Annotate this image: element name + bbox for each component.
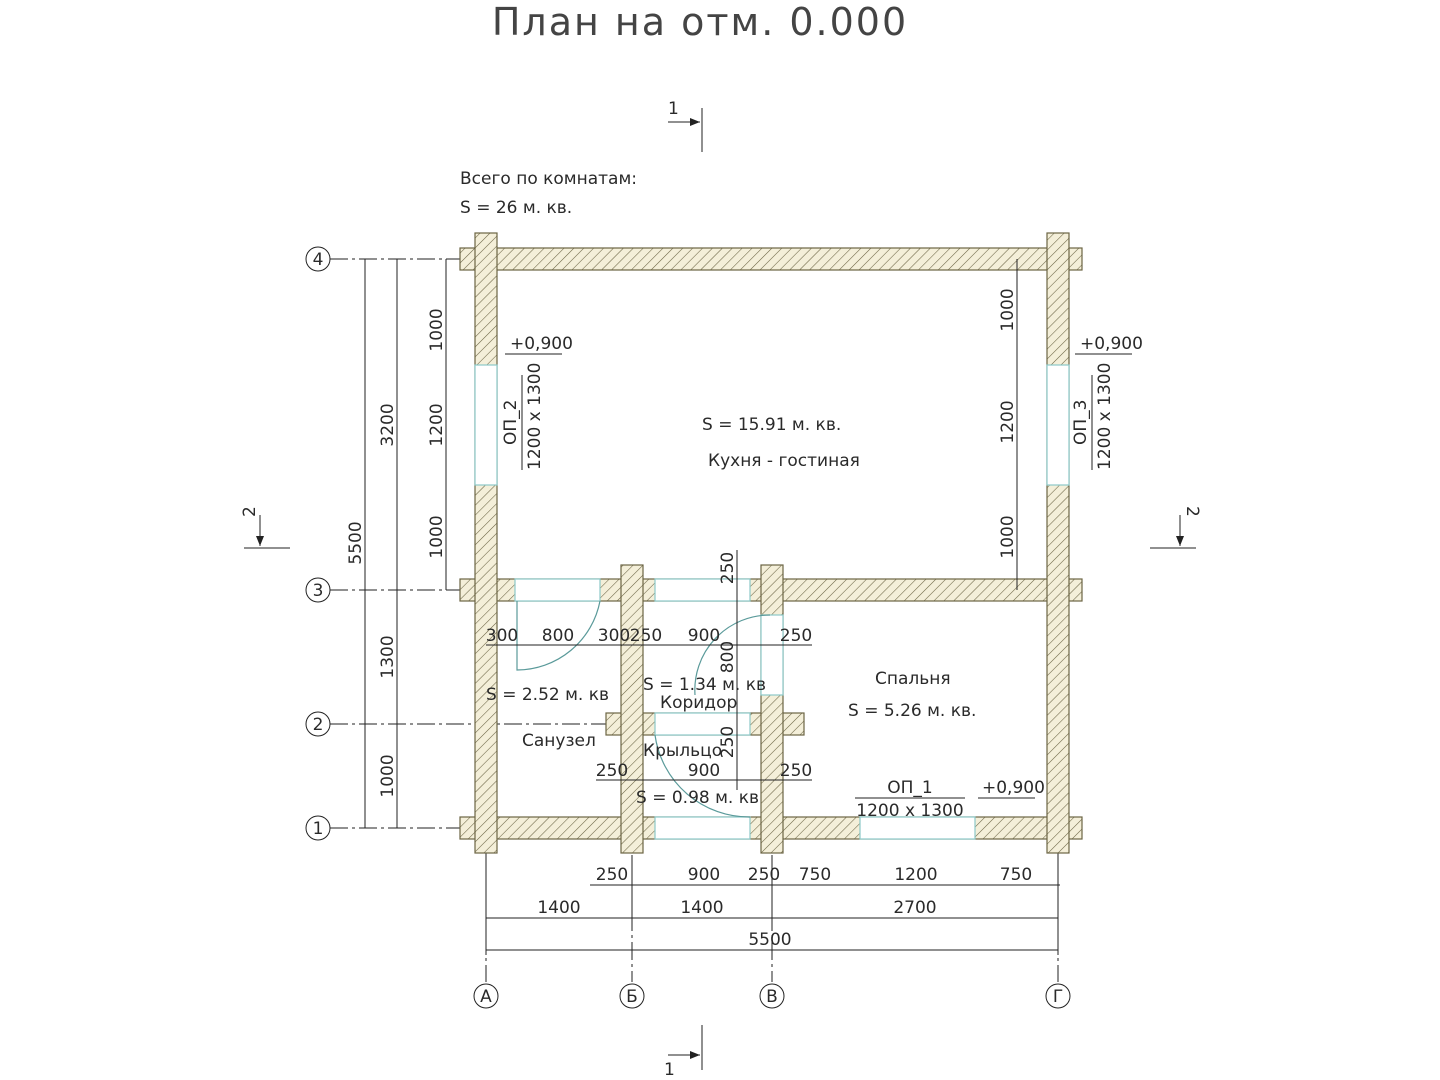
axis-label-2: 2 [313,715,324,735]
dimension-value: 1000 [998,515,1018,558]
door-corridor-porch [654,712,751,736]
room-name: Кухня - гостиная [708,451,860,471]
axis-label-a: А [480,987,492,1007]
dimension-value: 1400 [680,898,723,918]
dims-inner: 300 800 300 250 900 250 250 900 250 250 … [486,550,812,790]
dimension-value: 250 [780,626,812,646]
window-label-op3: ОП_3 1200 x 1300 +0,900 [1071,334,1143,470]
axis-markers: 4 3 2 1 А Б В Г [305,246,1071,1009]
dimension-value: 2700 [893,898,936,918]
axis-label-g: Г [1053,987,1063,1007]
section-label: 2 [1182,506,1202,517]
dimension-value: 1200 [427,403,447,446]
walls [459,232,1083,854]
room-area: S = 1.34 м. кв [643,675,766,695]
room-area: S = 0.98 м. кв [636,788,759,808]
section-label: 1 [664,1060,675,1080]
dimension-value: 250 [596,865,628,885]
section-mark-2-left: 2 [240,506,290,549]
room-corridor: S = 1.34 м. кв Коридор [643,675,766,713]
dimension-value: 250 [630,626,662,646]
dimension-value: 1300 [378,635,398,678]
dimension-value: 1000 [427,308,447,351]
room-area: S = 5.26 м. кв. [848,701,976,721]
window-id: ОП_1 [887,778,932,798]
dimension-value: 250 [718,726,738,758]
window-label-op2: ОП_2 1200 x 1300 +0,900 [501,334,573,470]
dimension-value: 750 [1000,865,1032,885]
room-name: Коридор [660,693,737,713]
axis-label-4: 4 [313,250,324,270]
section-label: 2 [240,506,260,517]
dimension-value: 1200 [894,865,937,885]
window-size: 1200 x 1300 [1095,363,1115,470]
section-mark-1-top: 1 [668,99,703,152]
total-area-note: Всего по комнатам: S = 26 м. кв. [460,169,637,218]
section-label: 1 [668,99,679,119]
window-op3 [1046,364,1070,486]
dimension-total: 5500 [748,930,791,950]
room-bathroom: S = 2.52 м. кв Санузел [486,685,609,751]
dimension-value: 1000 [378,754,398,797]
axis-label-3: 3 [313,581,324,601]
plan-title: План на отм. 0.000 [492,0,908,44]
door-corridor-kitchen [654,578,751,602]
dimension-value: 800 [542,626,574,646]
dimension-total: 5500 [346,521,366,564]
dimension-value: 1000 [998,288,1018,331]
dimension-value: 1400 [537,898,580,918]
total-label: Всего по комнатам: [460,169,637,189]
dimension-value: 250 [780,761,812,781]
dimension-value: 1000 [427,515,447,558]
window-elevation: +0,900 [510,334,573,354]
dimension-value: 250 [596,761,628,781]
axis-label-v: В [766,987,778,1007]
door-swing [516,600,601,671]
dimension-value: 300 [486,626,518,646]
window-op2 [474,364,498,486]
window-op1 [859,816,976,840]
dimension-value: 750 [799,865,831,885]
openings [474,364,1070,840]
room-name: Крыльцо [643,741,722,761]
dimension-value: 3200 [378,403,398,446]
door-bathroom [514,578,601,602]
dimension-value: 250 [748,865,780,885]
room-name: Спальня [875,669,951,689]
window-elevation: +0,900 [982,778,1045,798]
window-size: 1200 x 1300 [525,363,545,470]
window-elevation: +0,900 [1080,334,1143,354]
dimension-value: 900 [688,865,720,885]
dimension-value: 250 [718,552,738,584]
section-mark-2-right: 2 [1150,506,1202,549]
dimension-value: 300 [598,626,630,646]
total-area: S = 26 м. кв. [460,198,572,218]
dims-bottom: 250 900 250 750 1200 750 1400 1400 2700 … [485,860,1060,955]
room-bedroom: Спальня S = 5.26 м. кв. [848,669,976,721]
door-swing [694,614,771,696]
dimension-value: 900 [688,626,720,646]
dims-left-right: 1000 1200 1000 3200 1300 1000 5500 1000 … [346,259,1018,828]
dimension-value: 900 [688,761,720,781]
room-area: S = 2.52 м. кв [486,685,609,705]
window-size: 1200 x 1300 [856,801,963,821]
window-id: ОП_2 [501,400,521,445]
dimension-value: 800 [718,641,738,673]
axis-label-1: 1 [313,819,324,839]
room-area: S = 15.91 м. кв. [702,415,841,435]
door-swing [654,734,751,818]
door-porch [654,816,751,840]
window-id: ОП_3 [1071,400,1091,445]
axis-label-b: Б [626,987,638,1007]
room-kitchen-living: S = 15.91 м. кв. Кухня - гостиная [702,415,860,471]
window-label-op1: ОП_1 1200 x 1300 +0,900 [855,778,1045,821]
dimension-value: 1200 [998,400,1018,443]
room-name: Санузел [522,731,596,751]
door-bedroom [760,614,784,696]
section-mark-1-bottom: 1 [664,1025,703,1080]
room-porch: Крыльцо S = 0.98 м. кв [636,741,759,808]
